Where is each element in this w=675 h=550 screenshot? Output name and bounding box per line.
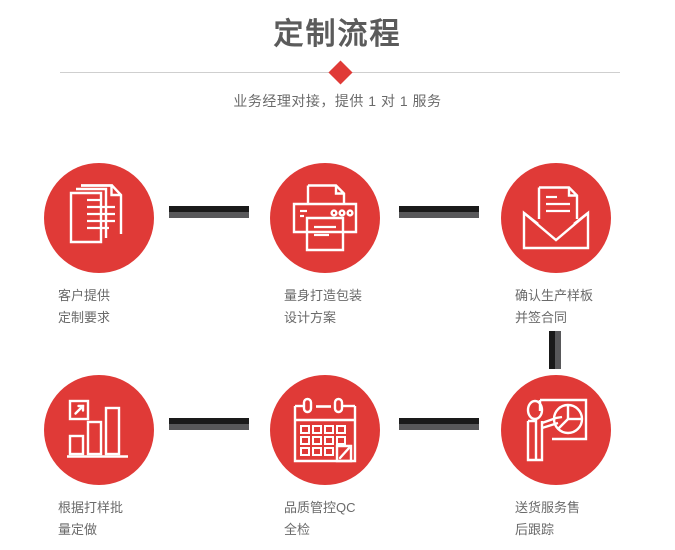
connector-bar-top	[169, 206, 249, 212]
step-2-label: 量身打造包装 设计方案	[284, 288, 363, 325]
page-subtitle: 业务经理对接，提供 1 对 1 服务	[233, 93, 442, 109]
connector-step4-step5	[169, 418, 249, 430]
page-title: 定制流程	[273, 18, 402, 51]
bar-chart-growth-icon	[67, 399, 128, 458]
title-divider	[60, 60, 620, 85]
step-4-label: 根据打样批 量定做	[58, 500, 124, 537]
step-3-icon-circle[interactable]	[501, 163, 611, 273]
red-diamond-icon	[328, 60, 353, 85]
step-5-label: 品质管控QC 全检	[284, 500, 356, 537]
step-1-icon-circle[interactable]	[44, 163, 154, 273]
connector-bar-bottom	[399, 212, 479, 218]
documents-stack-icon	[69, 184, 123, 244]
step-5-icon-circle[interactable]	[270, 375, 380, 485]
connector-step5-step6	[399, 418, 479, 430]
step-4-icon-circle[interactable]	[44, 375, 154, 485]
step-2-icon-circle[interactable]	[270, 163, 380, 273]
connector-bar-left	[549, 331, 555, 369]
connector-step3-step6	[549, 331, 561, 369]
connector-step1-step2	[169, 206, 249, 218]
connector-bar-top	[399, 418, 479, 424]
step-3-label: 确认生产样板 并签合同	[515, 288, 594, 325]
presenter-pie-chart-icon	[526, 398, 588, 462]
printer-icon	[292, 184, 358, 252]
connector-bar-bottom	[399, 424, 479, 430]
connector-bar-top	[169, 418, 249, 424]
header-section: 定制流程 业务经理对接，提供 1 对 1 服务	[0, 0, 675, 130]
step-1-label: 客户提供 定制要求	[58, 288, 111, 325]
connector-bar-bottom	[169, 424, 249, 430]
connector-bar-right	[555, 331, 561, 369]
step-6-label: 送货服务售 后跟踪	[515, 500, 581, 537]
connector-step2-step3	[399, 206, 479, 218]
envelope-letter-icon	[522, 186, 590, 250]
step-6-icon-circle[interactable]	[501, 375, 611, 485]
connector-bar-top	[399, 206, 479, 212]
calendar-check-icon	[293, 397, 357, 463]
connector-bar-bottom	[169, 212, 249, 218]
